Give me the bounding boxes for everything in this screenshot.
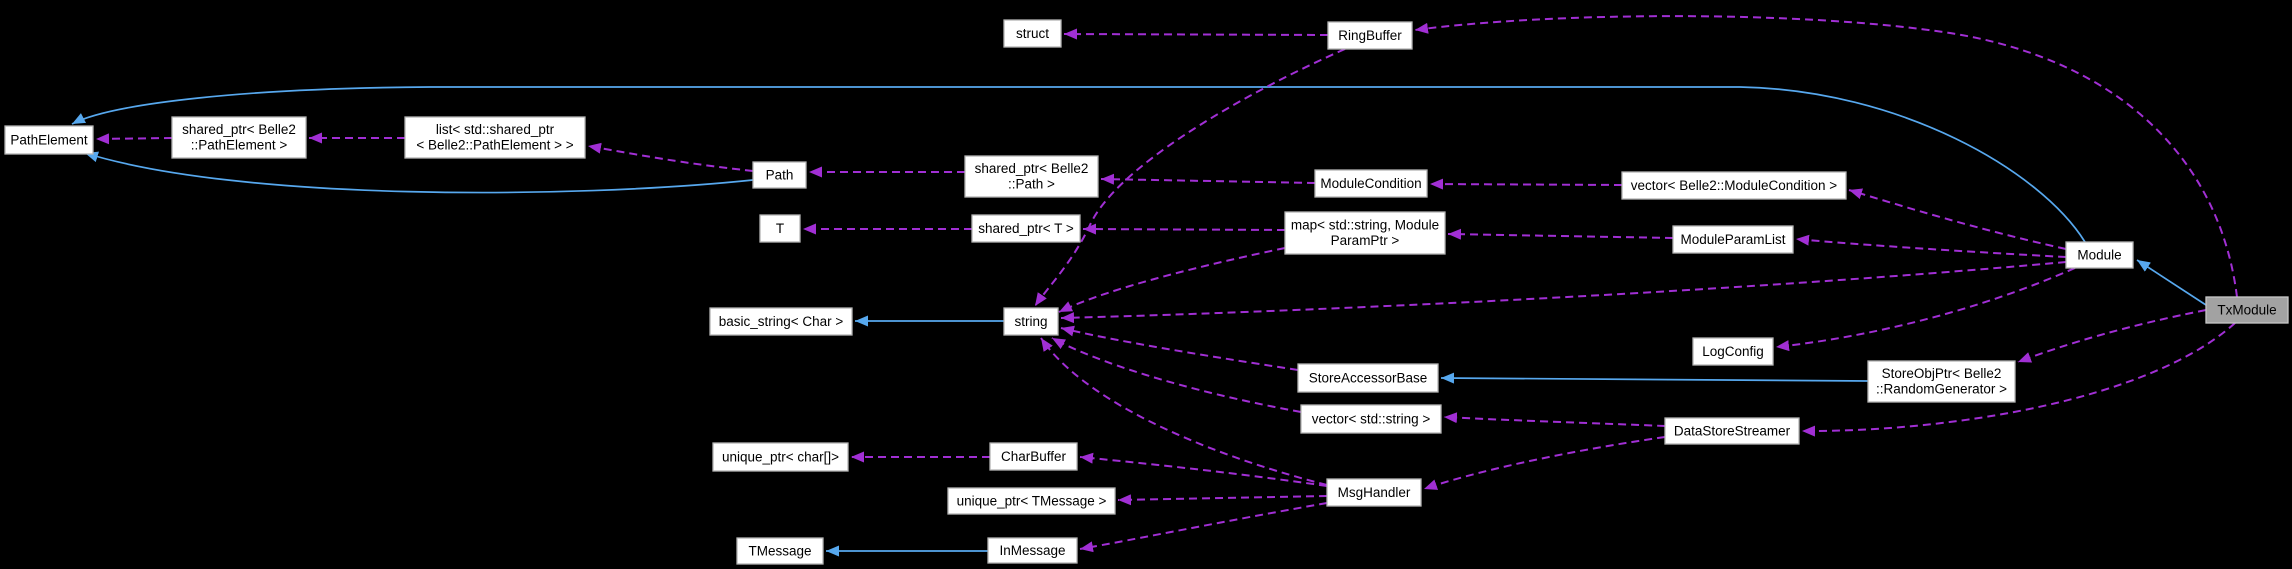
node-label-list_pathelement: list< std::shared_ptr< Belle2::PathEleme… [416,122,573,153]
node-Module[interactable]: Module [2065,241,2134,269]
node-MsgHandler[interactable]: MsgHandler [1326,478,1422,507]
node-string[interactable]: string [1003,307,1059,336]
node-label-vec_string: vector< std::string > [1312,412,1431,427]
edge-ModuleCondition-to-sptr_path [1100,173,1316,185]
edge-MsgHandler-to-uptr_tmessage [1117,494,1328,506]
node-CharBuffer[interactable]: CharBuffer [989,442,1078,471]
node-sptr_T[interactable]: shared_ptr< T > [971,214,1081,243]
edge-vec_string-to-string [1051,337,1302,413]
node-DataStoreStreamer[interactable]: DataStoreStreamer [1664,417,1800,445]
node-label-InMessage: InMessage [999,543,1065,558]
node-label-PathElement: PathElement [10,133,88,148]
edge-RingBuffer-to-string [1034,48,1346,307]
node-label-sptr_pathelement: shared_ptr< Belle2::PathElement > [182,122,296,153]
edge-Module-to-LogConfig [1775,267,2076,352]
edge-Path-to-PathElement [84,151,754,194]
node-label-T: T [776,221,784,236]
edge-TxModule-to-Module [2136,259,2207,306]
node-label-sptr_T: shared_ptr< T > [978,221,1074,236]
node-label-RingBuffer: RingBuffer [1338,28,1402,43]
edge-StoreAccessorBase-to-string [1060,325,1299,371]
node-label-Path: Path [766,168,794,183]
node-StoreAccessorBase[interactable]: StoreAccessorBase [1297,363,1439,393]
node-label-struct: struct [1016,26,1049,41]
node-RingBuffer[interactable]: RingBuffer [1327,21,1413,50]
node-label-LogConfig: LogConfig [1702,344,1764,359]
node-label-StoreObjPtr: StoreObjPtr< Belle2::RandomGenerator > [1876,366,2007,397]
node-label-TxModule: TxModule [2217,303,2276,318]
node-StoreObjPtr[interactable]: StoreObjPtr< Belle2::RandomGenerator > [1867,360,2016,403]
edge-TxModule-to-RingBuffer [1414,15,2238,298]
node-TMessage[interactable]: TMessage [736,537,824,565]
node-Path[interactable]: Path [752,161,807,189]
node-PathElement[interactable]: PathElement [4,125,94,155]
node-sptr_path[interactable]: shared_ptr< Belle2::Path > [964,155,1099,198]
node-uptr_tmessage[interactable]: unique_ptr< TMessage > [947,487,1116,515]
edge-MsgHandler-to-InMessage [1079,502,1328,553]
edge-DataStoreStreamer-to-vec_string [1443,412,1666,427]
node-label-DataStoreStreamer: DataStoreStreamer [1674,424,1791,439]
node-struct[interactable]: struct [1003,19,1062,48]
node-ModuleParamList[interactable]: ModuleParamList [1672,225,1794,254]
node-LogConfig[interactable]: LogConfig [1692,337,1774,366]
node-TxModule: TxModule [2205,296,2289,324]
node-label-MsgHandler: MsgHandler [1338,485,1411,500]
edge-RingBuffer-to-struct [1063,28,1329,40]
node-label-ModuleParamList: ModuleParamList [1680,232,1785,247]
node-label-Module: Module [2077,248,2121,263]
edge-map_moduleparam-to-sptr_T [1082,223,1286,235]
node-vec_string[interactable]: vector< std::string > [1300,404,1442,434]
node-ModuleCondition[interactable]: ModuleCondition [1314,169,1428,198]
edge-Path-to-list_pathelement [587,142,754,172]
edge-ModuleParamList-to-map_moduleparam [1447,228,1674,240]
edge-Module-to-PathElement [71,86,2086,243]
node-label-CharBuffer: CharBuffer [1001,449,1067,464]
node-InMessage[interactable]: InMessage [987,537,1078,564]
node-sptr_pathelement[interactable]: shared_ptr< Belle2::PathElement > [171,116,307,159]
node-vec_modulecondition[interactable]: vector< Belle2::ModuleCondition > [1621,171,1847,200]
edge-sptr_pathelement-to-PathElement [95,133,173,145]
node-uptr_char[interactable]: unique_ptr< char[]> [712,442,849,472]
edge-map_moduleparam-to-string [1058,247,1286,313]
node-label-string: string [1014,314,1047,329]
node-label-basic_string: basic_string< Char > [719,314,844,329]
edge-DataStoreStreamer-to-MsgHandler [1423,436,1666,490]
edge-Module-to-string [1060,261,2067,324]
edge-vec_modulecondition-to-ModuleCondition [1429,178,1623,190]
node-label-sptr_path: shared_ptr< Belle2::Path > [975,161,1089,192]
edge-Module-to-vec_modulecondition [1848,188,2067,250]
edge-MsgHandler-to-string [1040,337,1328,486]
edge-Module-to-ModuleParamList [1795,234,2067,258]
edge-TxModule-to-DataStoreStreamer [1801,322,2236,437]
node-label-StoreAccessorBase: StoreAccessorBase [1309,371,1428,386]
node-list_pathelement[interactable]: list< std::shared_ptr< Belle2::PathEleme… [404,116,586,159]
node-label-vec_modulecondition: vector< Belle2::ModuleCondition > [1631,178,1837,193]
edge-MsgHandler-to-CharBuffer [1079,452,1328,487]
node-label-uptr_tmessage: unique_ptr< TMessage > [957,494,1107,509]
node-T[interactable]: T [759,214,801,243]
node-label-uptr_char: unique_ptr< char[]> [722,450,839,465]
node-label-ModuleCondition: ModuleCondition [1320,176,1421,191]
edge-StoreObjPtr-to-StoreAccessorBase [1440,372,1869,384]
edge-TxModule-to-StoreObjPtr [2017,309,2207,363]
node-basic_string[interactable]: basic_string< Char > [709,307,853,336]
node-label-TMessage: TMessage [748,544,811,559]
